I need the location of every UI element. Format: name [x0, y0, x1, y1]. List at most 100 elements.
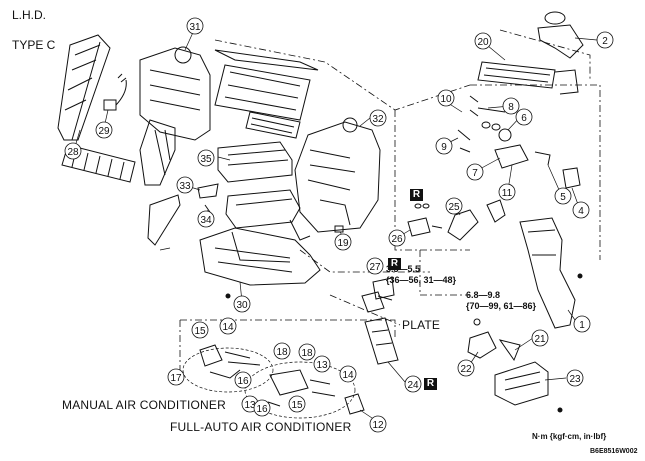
callout-30: 30	[233, 295, 251, 313]
callout-12: 12	[369, 415, 387, 433]
svg-text:13: 13	[244, 400, 256, 411]
svg-text:14: 14	[222, 322, 234, 333]
svg-text:19: 19	[337, 238, 349, 249]
part-30-lower-case	[199, 227, 321, 286]
svg-text:28: 28	[67, 147, 79, 158]
callout-27: 27	[366, 257, 384, 275]
svg-text:5: 5	[560, 192, 566, 203]
svg-text:8: 8	[508, 102, 514, 113]
part-1-duct	[519, 217, 583, 329]
replace-badge: R	[388, 258, 401, 270]
callout-34: 34	[197, 210, 215, 228]
part-22-servo	[467, 318, 497, 359]
svg-text:24: 24	[407, 380, 419, 391]
subassembly-ellipses	[182, 347, 356, 419]
callout-5: 5	[554, 187, 572, 205]
callout-22: 22	[457, 359, 475, 377]
torque-spec-2-main: 6.8—9.8	[466, 290, 501, 300]
svg-text:16: 16	[237, 376, 249, 387]
callout-23: 23	[566, 369, 584, 387]
assembly-guide-lines	[179, 29, 601, 375]
callout-24: 24	[404, 375, 422, 393]
callout-18b: 18	[298, 343, 316, 361]
part-fullauto-linkage	[267, 369, 336, 407]
replace-badge: R	[424, 378, 437, 390]
header-lhd-label: L.H.D.	[12, 8, 47, 22]
svg-text:23: 23	[569, 374, 581, 385]
svg-text:35: 35	[200, 154, 212, 165]
callout-20: 20	[474, 32, 492, 50]
callout-6: 6	[515, 108, 533, 126]
svg-text:16: 16	[256, 404, 268, 415]
callout-17: 17	[167, 368, 185, 386]
part-hardware-group	[457, 95, 551, 169]
callout-7: 7	[466, 163, 484, 181]
svg-text:34: 34	[200, 215, 212, 226]
header-type-label: TYPE C	[12, 38, 56, 52]
callout-31: 31	[186, 17, 204, 35]
callout-13b: 13	[313, 355, 331, 373]
svg-text:10: 10	[440, 94, 452, 105]
svg-text:32: 32	[372, 114, 384, 125]
callout-11: 11	[498, 183, 516, 201]
callout-8: 8	[502, 97, 520, 115]
svg-text:15: 15	[291, 400, 303, 411]
svg-text:21: 21	[534, 334, 546, 345]
callout-15b: 15	[288, 395, 306, 413]
svg-text:1: 1	[579, 320, 585, 331]
callout-leader-lines	[73, 27, 598, 423]
callout-14b: 14	[339, 365, 357, 383]
part-manual-ac-linkage	[199, 344, 261, 379]
part-2-bracket	[537, 11, 584, 59]
part-12-actuator	[344, 393, 365, 415]
part-26-bracket	[407, 203, 431, 237]
callout-16b: 16	[253, 399, 271, 417]
part-20-heater-core	[477, 61, 579, 95]
callout-35: 35	[197, 149, 215, 167]
svg-text:12: 12	[372, 420, 384, 431]
part-35-evaporator	[217, 141, 293, 183]
callout-19: 19	[334, 233, 352, 251]
part-27-pad	[372, 277, 395, 300]
svg-text:30: 30	[236, 300, 248, 311]
callout-18: 18	[273, 342, 291, 360]
part-24-seal	[364, 317, 399, 365]
svg-text:15: 15	[194, 326, 206, 337]
part-drain-tray	[225, 189, 301, 229]
callout-4: 4	[572, 201, 590, 219]
torque-spec-1: 3.5—5.5 {36—56, 31—48}	[386, 264, 456, 286]
part-19-fitting	[334, 225, 344, 233]
callout-29: 29	[95, 121, 113, 139]
svg-text:25: 25	[448, 202, 460, 213]
svg-text:26: 26	[391, 234, 403, 245]
callout-15: 15	[191, 321, 209, 339]
part-23-housing	[494, 361, 563, 413]
part-21-link	[498, 339, 521, 362]
callout-25: 25	[445, 197, 463, 215]
callout-32: 32	[369, 109, 387, 127]
part-31-blower-unit	[139, 46, 211, 186]
figure-code: B6E8516W002	[590, 448, 638, 455]
part-29-motor	[103, 73, 127, 111]
manual-ac-caption: MANUAL AIR CONDITIONER	[62, 398, 226, 412]
torque-spec-2: 6.8—9.8 {70—99, 61—86}	[466, 290, 536, 312]
part-middle-filter-stack	[214, 49, 319, 139]
callout-16: 16	[234, 371, 252, 389]
part-28-duct	[57, 34, 111, 141]
svg-text:18: 18	[276, 347, 288, 358]
callout-2: 2	[596, 31, 614, 49]
svg-text:18: 18	[301, 348, 313, 359]
part-25-connector	[431, 199, 506, 241]
svg-text:9: 9	[441, 142, 447, 153]
part-32-heater-case	[289, 117, 381, 241]
part-plate-block	[361, 291, 393, 313]
callout-9: 9	[435, 137, 453, 155]
svg-text:14: 14	[342, 370, 354, 381]
torque-spec-2-sub: {70—99, 61—86}	[466, 301, 537, 311]
torque-spec-1-main: 3.5—5.5	[386, 264, 421, 274]
svg-text:20: 20	[477, 37, 489, 48]
callout-26: 26	[388, 229, 406, 247]
svg-text:27: 27	[369, 262, 381, 273]
svg-text:11: 11	[502, 188, 513, 199]
